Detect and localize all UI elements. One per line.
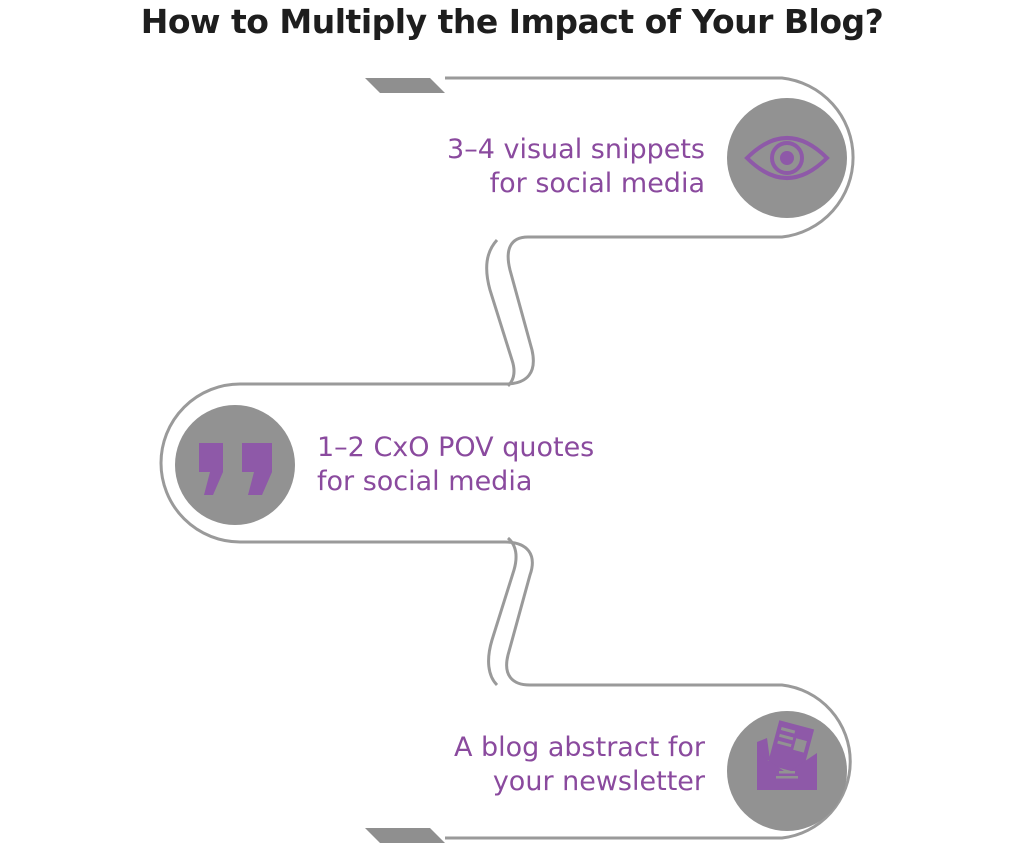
step-1-line-1: 3–4 visual snippets — [447, 134, 705, 165]
step-1-label: 3–4 visual snippets for social media — [380, 133, 705, 201]
step-3-line-1: A blog abstract for — [453, 732, 705, 763]
step-2-line-2: for social media — [317, 466, 533, 497]
step-3-label: A blog abstract for your newsletter — [380, 731, 705, 799]
step-3-line-2: your newsletter — [492, 766, 705, 797]
bottom-tab — [365, 828, 445, 843]
eye-icon — [727, 98, 847, 218]
top-tab — [365, 78, 445, 93]
envelope-icon — [727, 711, 847, 831]
step-1-line-2: for social media — [489, 168, 705, 199]
step-2-line-1: 1–2 CxO POV quotes — [317, 432, 595, 463]
quote-icon — [175, 405, 295, 525]
page-title: How to Multiply the Impact of Your Blog? — [140, 2, 884, 41]
step-2-label: 1–2 CxO POV quotes for social media — [317, 431, 677, 499]
road-path — [159, 76, 855, 840]
